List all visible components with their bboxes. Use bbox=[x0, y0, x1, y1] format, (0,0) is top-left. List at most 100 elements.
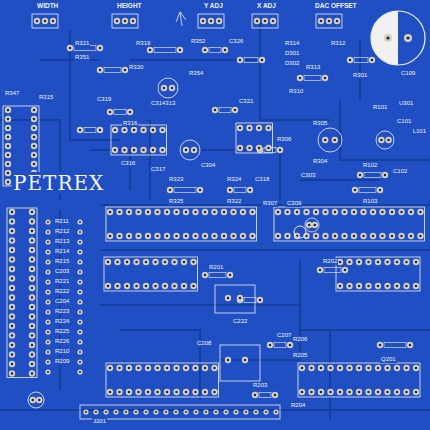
drill-hole bbox=[192, 261, 195, 264]
solder-pad bbox=[114, 18, 120, 24]
solder-pad bbox=[112, 127, 118, 133]
drill-hole bbox=[234, 109, 237, 112]
drill-hole bbox=[31, 306, 34, 309]
regulator-outline bbox=[220, 345, 260, 381]
drill-hole bbox=[213, 367, 216, 370]
drill-hole bbox=[229, 274, 232, 277]
part-label: R214 bbox=[54, 248, 70, 255]
drill-hole bbox=[31, 372, 34, 375]
solder-pad bbox=[114, 283, 120, 289]
solder-pad bbox=[183, 389, 189, 395]
drill-hole bbox=[381, 211, 384, 214]
part-label: R223 bbox=[54, 308, 70, 315]
drill-hole bbox=[372, 211, 375, 214]
solder-pad bbox=[183, 409, 188, 414]
solder-pad bbox=[45, 269, 50, 274]
part-label: R301 bbox=[352, 72, 368, 79]
drill-hole bbox=[249, 189, 252, 192]
part-label: R202 bbox=[322, 258, 338, 265]
drill-hole bbox=[47, 221, 49, 223]
drill-hole bbox=[47, 301, 49, 303]
drill-hole bbox=[123, 129, 126, 132]
solder-pad bbox=[77, 329, 82, 334]
drill-hole bbox=[11, 258, 14, 261]
solder-pad bbox=[256, 125, 262, 131]
solder-pad bbox=[153, 409, 158, 414]
drill-hole bbox=[310, 391, 313, 394]
part-label: C304 bbox=[200, 162, 216, 169]
solder-pad bbox=[394, 365, 400, 371]
part-label: R352 bbox=[190, 38, 206, 45]
solder-pad bbox=[183, 365, 189, 371]
drill-hole bbox=[362, 235, 365, 238]
resistor-outline bbox=[274, 343, 286, 348]
solder-pad bbox=[332, 137, 338, 143]
solder-pad bbox=[143, 259, 149, 265]
part-label: R215 bbox=[54, 258, 70, 265]
solder-pad bbox=[29, 370, 35, 376]
part-label: C204 bbox=[54, 298, 70, 305]
drill-hole bbox=[218, 20, 221, 23]
drill-hole bbox=[175, 391, 178, 394]
solder-pad bbox=[29, 351, 35, 357]
drill-hole bbox=[152, 149, 155, 152]
resistor-outline bbox=[244, 298, 256, 303]
solder-pad bbox=[159, 147, 165, 153]
drill-hole bbox=[239, 147, 242, 150]
drill-hole bbox=[137, 391, 140, 394]
solder-pad bbox=[45, 349, 50, 354]
drill-hole bbox=[99, 129, 102, 132]
solder-pad bbox=[327, 365, 333, 371]
resistor-outline bbox=[209, 48, 221, 53]
solder-pad bbox=[29, 266, 35, 272]
solder-pad bbox=[29, 209, 35, 215]
drill-hole bbox=[334, 139, 337, 142]
drill-hole bbox=[118, 235, 121, 238]
drill-hole bbox=[114, 149, 117, 152]
solder-pad bbox=[124, 259, 130, 265]
drill-hole bbox=[358, 367, 361, 370]
part-label: R222 bbox=[54, 288, 70, 295]
solder-pad bbox=[105, 259, 111, 265]
drill-hole bbox=[11, 353, 14, 356]
drill-hole bbox=[415, 285, 418, 288]
drill-hole bbox=[11, 268, 14, 271]
solder-pad bbox=[192, 209, 198, 215]
drill-hole bbox=[244, 359, 247, 362]
solder-pad bbox=[29, 304, 35, 310]
drill-hole bbox=[118, 391, 121, 394]
ic-outline bbox=[104, 257, 198, 291]
solder-pad bbox=[45, 229, 50, 234]
drill-hole bbox=[7, 163, 10, 166]
solder-pad bbox=[5, 179, 11, 185]
drill-hole bbox=[328, 20, 331, 23]
solder-pad bbox=[389, 209, 395, 215]
solder-pad bbox=[404, 34, 412, 42]
drill-hole bbox=[31, 277, 34, 280]
solder-pad bbox=[77, 299, 82, 304]
drill-hole bbox=[205, 411, 207, 413]
drill-hole bbox=[125, 411, 127, 413]
drill-hole bbox=[7, 145, 10, 148]
drill-hole bbox=[301, 367, 304, 370]
drill-hole bbox=[7, 109, 10, 112]
solder-pad bbox=[45, 219, 50, 224]
drill-hole bbox=[161, 129, 164, 132]
drill-hole bbox=[99, 69, 102, 72]
solder-pad bbox=[375, 365, 381, 371]
solder-pad bbox=[9, 304, 15, 310]
test-point bbox=[294, 226, 306, 238]
solder-pad bbox=[77, 229, 82, 234]
drill-hole bbox=[142, 129, 145, 132]
solder-pad bbox=[45, 339, 50, 344]
solder-pad bbox=[389, 233, 395, 239]
solder-pad bbox=[147, 47, 153, 53]
drill-hole bbox=[164, 285, 167, 288]
drill-hole bbox=[367, 391, 370, 394]
drill-hole bbox=[109, 111, 112, 114]
drill-hole bbox=[79, 341, 81, 343]
drill-hole bbox=[79, 321, 81, 323]
drill-hole bbox=[339, 285, 342, 288]
drill-hole bbox=[343, 211, 346, 214]
drill-hole bbox=[229, 189, 232, 192]
